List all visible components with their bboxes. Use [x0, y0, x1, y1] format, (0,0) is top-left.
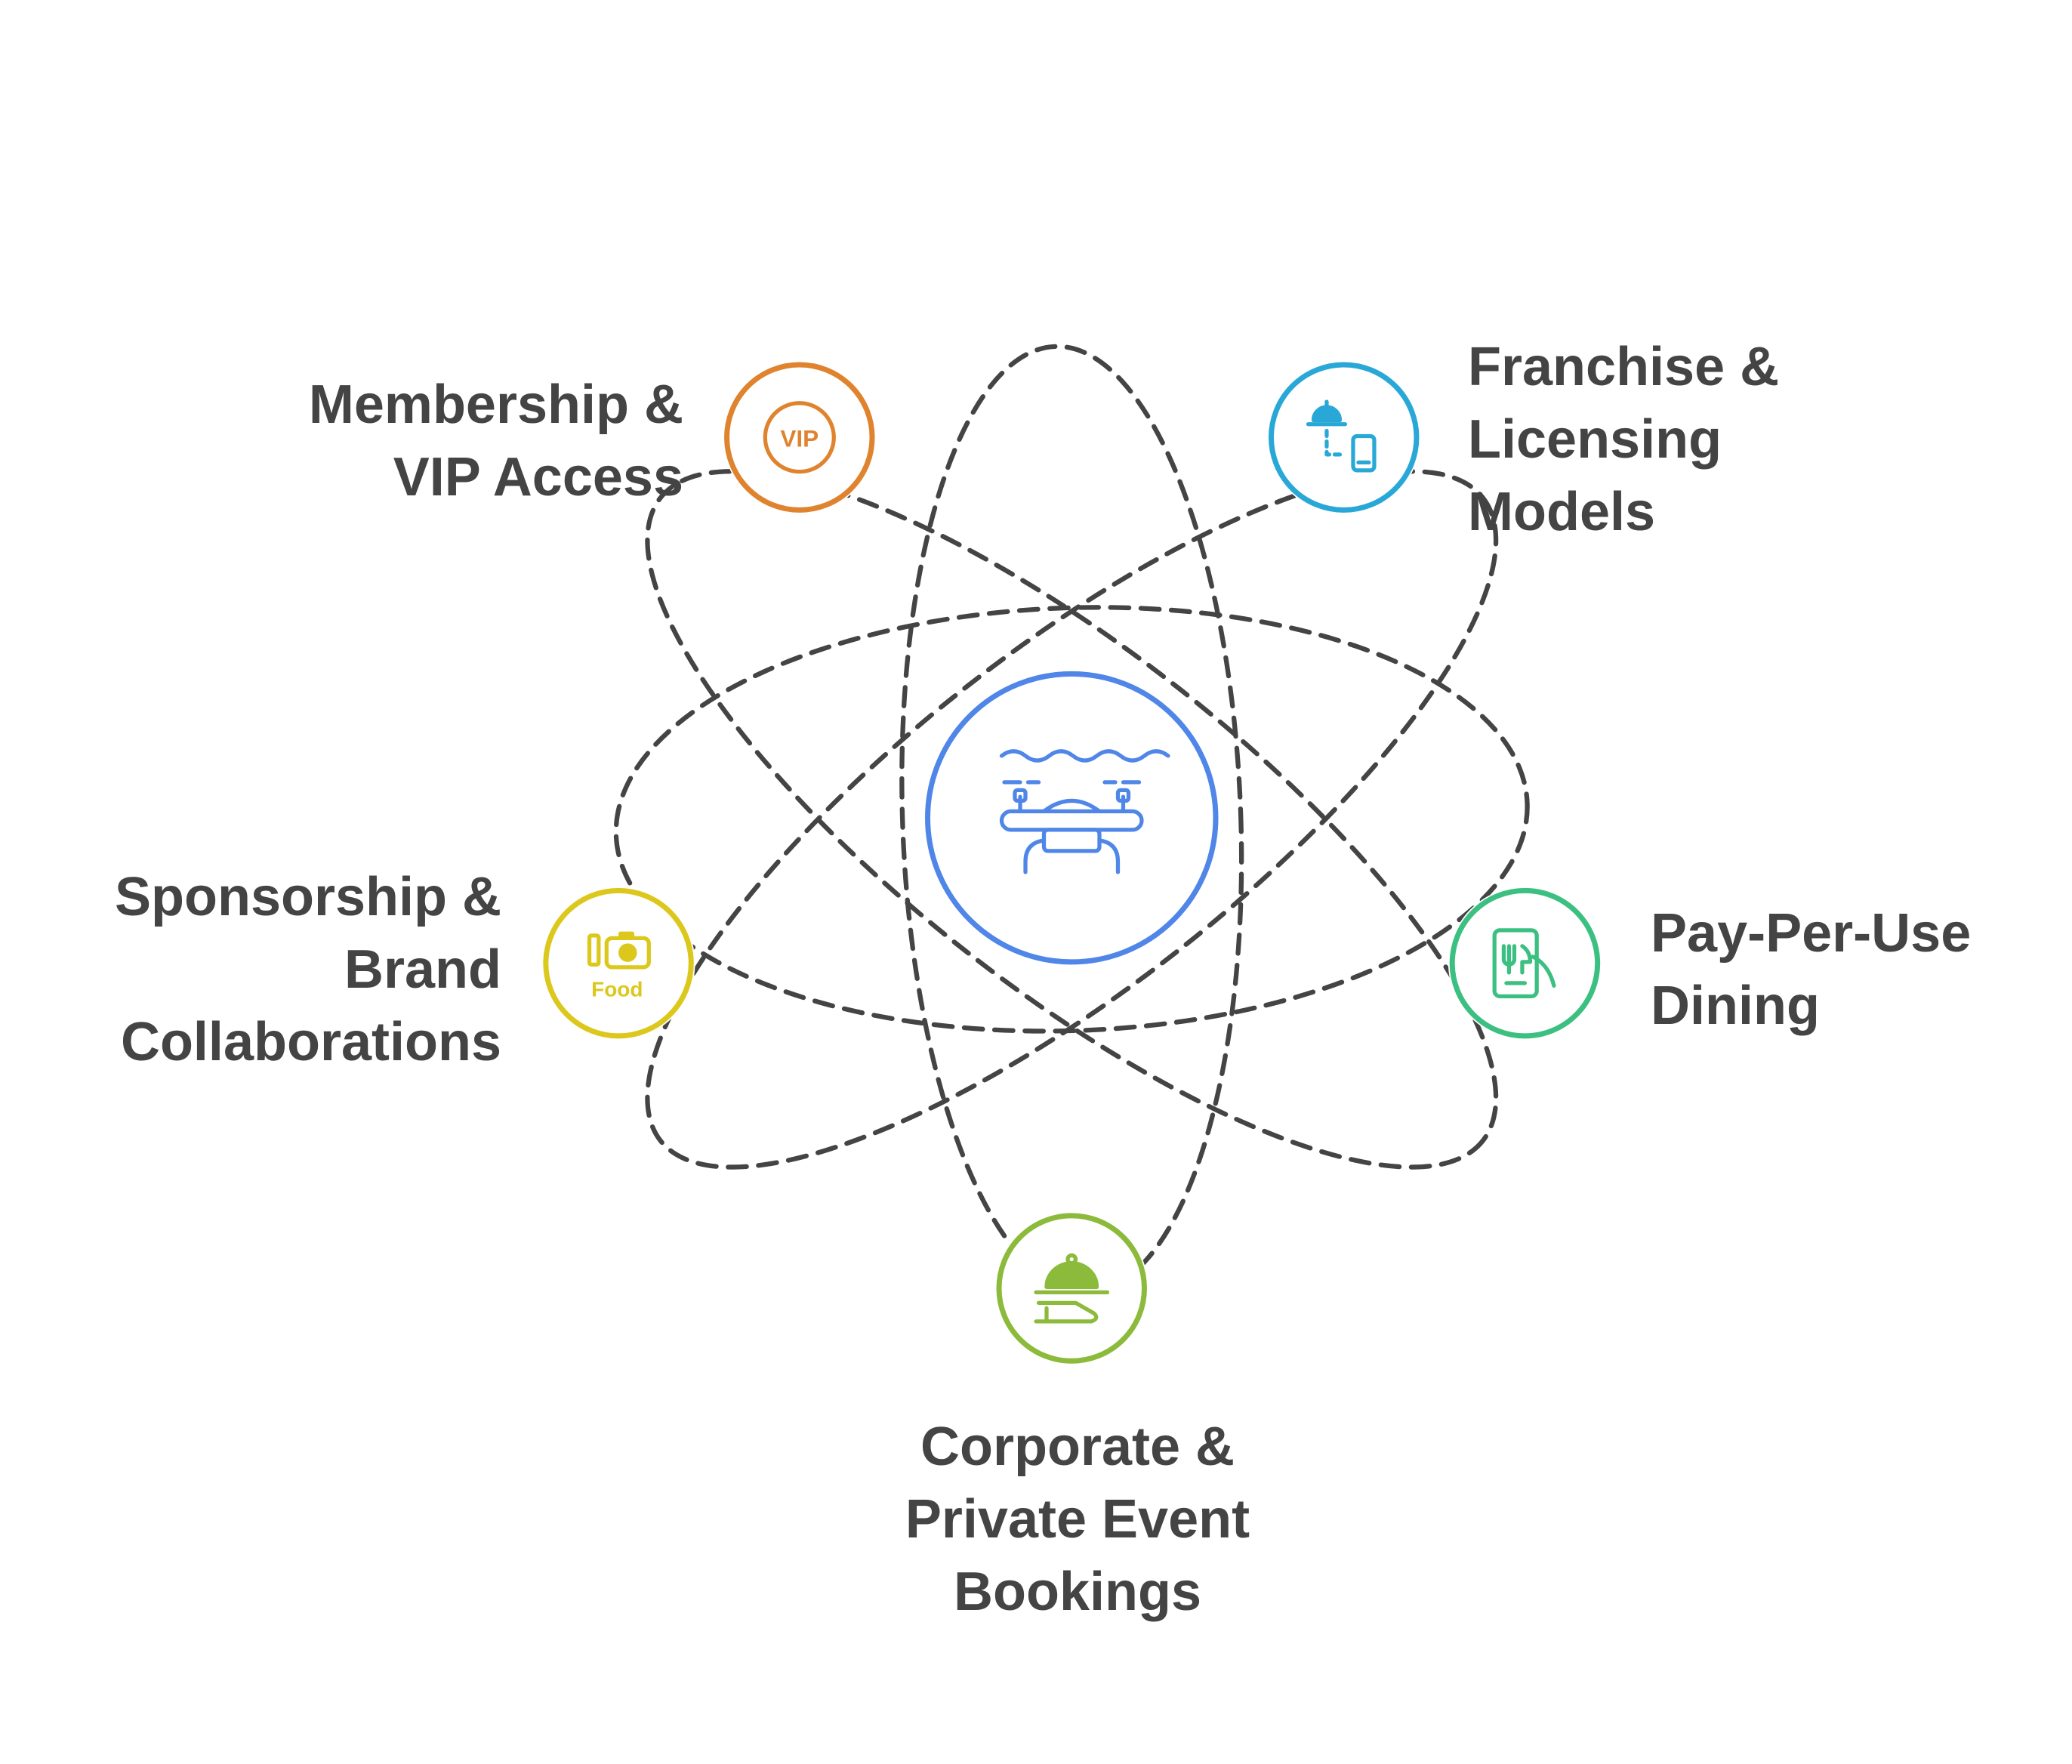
- center-hub: [925, 671, 1219, 965]
- serving-cloche-icon: [1034, 1253, 1110, 1324]
- node-sponsorship-ring: [543, 887, 694, 1039]
- cloche-phone-icon: [1306, 399, 1377, 473]
- label-franchise-line-1: Franchise &: [1468, 337, 1780, 397]
- label-corporate-private-event-bookings: Corporate & Private Event Bookings: [798, 1411, 1357, 1628]
- label-corporate-line-3: Bookings: [953, 1562, 1201, 1622]
- food-camera-icon: Food: [587, 931, 651, 1001]
- label-sponsorship-line-3: Collaborations: [120, 1012, 501, 1072]
- label-franchise-line-2: Licensing: [1468, 409, 1722, 470]
- label-membership-line-1: Membership &: [308, 375, 683, 435]
- label-sponsorship-line-1: Sponsorship &: [114, 867, 501, 927]
- node-franchise-ring: [1268, 362, 1420, 513]
- node-corporate: [996, 1213, 1147, 1364]
- label-payperuse-line-1: Pay-Per-Use: [1651, 903, 1972, 964]
- label-franchise-line-3: Models: [1468, 482, 1656, 542]
- mobile-dining-icon: [1492, 928, 1556, 998]
- orbit-falling-ellipse: [645, 469, 1499, 1170]
- node-membership: VIP: [724, 362, 875, 513]
- label-payperuse-line-2: Dining: [1651, 976, 1820, 1036]
- vip-badge-icon: VIP: [763, 401, 836, 474]
- food-camera-text: Food: [591, 977, 643, 1001]
- underwater-drone-icon: [999, 749, 1170, 874]
- node-payperuse: [1449, 887, 1601, 1039]
- center-hub-ring: [925, 671, 1219, 965]
- vip-badge-text: VIP: [780, 424, 819, 452]
- label-sponsorship-brand-collaborations: Sponsorship & Brand Collaborations: [115, 861, 501, 1078]
- label-corporate-line-1: Corporate &: [920, 1417, 1235, 1477]
- label-membership-line-2: VIP Access: [393, 447, 683, 507]
- node-franchise: [1268, 362, 1420, 513]
- node-membership-ring: [724, 362, 875, 513]
- orbit-rising-ellipse: [645, 469, 1499, 1170]
- label-franchise-licensing-models: Franchise & Licensing Models: [1468, 331, 1779, 548]
- node-sponsorship: Food: [543, 887, 694, 1039]
- label-corporate-line-2: Private Event: [905, 1489, 1250, 1550]
- label-membership-vip-access: Membership & VIP Access: [309, 369, 683, 513]
- label-sponsorship-line-2: Brand: [344, 939, 501, 1000]
- label-pay-per-use-dining: Pay-Per-Use Dining: [1651, 897, 1971, 1042]
